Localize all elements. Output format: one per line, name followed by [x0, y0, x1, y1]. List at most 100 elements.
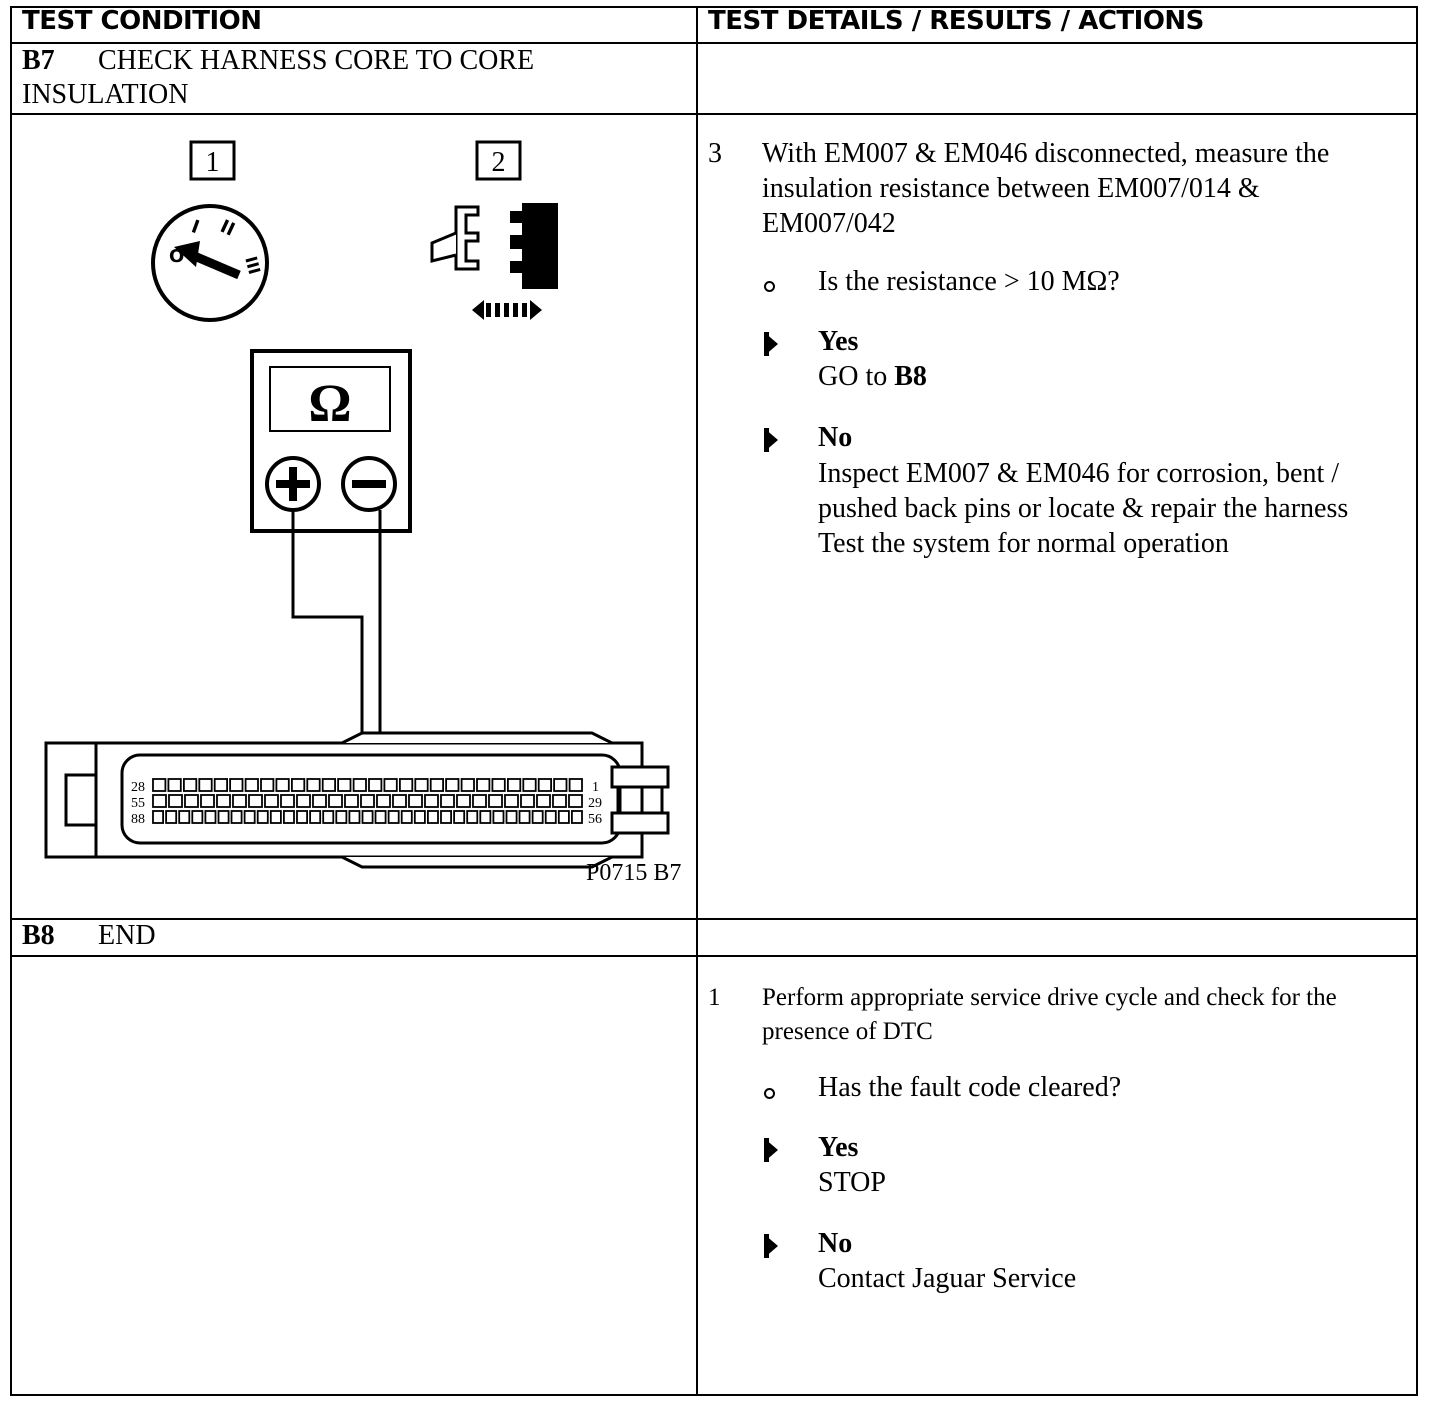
connector-pin: [440, 810, 453, 824]
connector-pin: [476, 778, 491, 792]
go-to-b8-link[interactable]: B8: [894, 361, 927, 392]
connector-pin: [400, 810, 413, 824]
row-divider: [10, 918, 1418, 920]
no-line2: pushed back pins or locate & repair the …: [818, 493, 1349, 524]
connector-pin: [456, 794, 471, 808]
question-bullet-icon: [764, 281, 775, 292]
connector-pin: [269, 810, 282, 824]
connector-pin: [537, 778, 553, 792]
step-line1: Perform appropriate service drive cycle …: [762, 984, 1337, 1011]
connector-pin: [275, 778, 290, 792]
connector-pin: [168, 794, 183, 808]
positive-test-lead: [291, 510, 364, 792]
connector-pin: [191, 810, 204, 824]
ohmmeter-icon: Ω: [250, 349, 412, 533]
question-text: Has the fault code cleared?: [818, 1072, 1122, 1103]
connector-pin: [571, 810, 583, 824]
connector-pin: [348, 810, 361, 824]
step-number: 1: [708, 984, 721, 1011]
row-divider: [10, 42, 1418, 44]
connector-pin: [306, 778, 321, 792]
svg-text:55: 55: [131, 796, 145, 811]
connector-pin: [229, 778, 244, 792]
connector-pin: [337, 778, 352, 792]
connector-pin: [479, 810, 492, 824]
step-number: 3: [708, 138, 722, 169]
svg-text:III: III: [241, 254, 264, 276]
no-arrow-icon: [764, 1234, 778, 1258]
svg-text:88: 88: [131, 812, 145, 827]
connector-pin: [335, 810, 348, 824]
connector-pin: [243, 810, 256, 824]
connector-pin: [230, 810, 243, 824]
question-bullet-icon: [764, 1088, 775, 1099]
row-divider: [10, 113, 1418, 115]
connector-pin: [260, 778, 275, 792]
yes-action: GO to B8: [818, 361, 927, 392]
connector-pin: [256, 810, 269, 824]
connector-pin: [216, 794, 231, 808]
connector-pin: [152, 778, 167, 792]
step-line2: insulation resistance between EM007/014 …: [762, 173, 1260, 204]
connector-pin: [178, 810, 191, 824]
connector-pin: [322, 810, 335, 824]
no-arrow-icon: [764, 428, 778, 452]
connector-pin: [568, 794, 583, 808]
connector-pin: [309, 810, 322, 824]
svg-text:28: 28: [131, 780, 145, 795]
step-1-box: [189, 140, 236, 181]
connector-pin: [506, 778, 522, 792]
b7-test-diagram: 1 2 O I II III Ω: [44, 140, 670, 869]
connector-pin: [296, 810, 309, 824]
connector-pin: [568, 778, 583, 792]
step-line2: presence of DTC: [762, 1018, 933, 1045]
connector-pin: [426, 810, 439, 824]
connector-pin: [536, 794, 551, 808]
connector-pin: [152, 794, 167, 808]
ignition-switch-icon: O I II III: [151, 204, 269, 322]
step-1-label: 1: [206, 147, 220, 178]
connector-pin: [282, 810, 295, 824]
connector-pin: [232, 794, 247, 808]
connector-pin: [445, 778, 460, 792]
connector-pin: [504, 794, 519, 808]
no-label: No: [818, 1228, 853, 1259]
section-title-line1: CHECK HARNESS CORE TO CORE: [98, 45, 535, 76]
connector-disconnect-icon: [430, 203, 558, 320]
connector-pin: [374, 810, 387, 824]
connector-pin: [204, 810, 217, 824]
connector-pin: [152, 810, 165, 824]
step-2-box: [475, 140, 522, 181]
no-label: No: [818, 422, 853, 453]
svg-text:29: 29: [588, 796, 602, 811]
step-line1: With EM007 & EM046 disconnected, measure…: [762, 138, 1330, 169]
connector-pin: [352, 778, 367, 792]
connector-pin: [429, 778, 445, 792]
connector-pin: [368, 778, 383, 792]
connector-pin: [453, 810, 466, 824]
section-title-line2: INSULATION: [22, 79, 189, 110]
diagram-reference: P0715 B7: [586, 860, 682, 886]
connector-pin: [361, 810, 374, 824]
connector-pin: [321, 778, 337, 792]
connector-pin: [328, 794, 343, 808]
question-text: Is the resistance > 10 MΩ?: [818, 266, 1120, 297]
connector-pin: [184, 794, 199, 808]
connector-pin: [344, 794, 359, 808]
connector-pin: [520, 794, 535, 808]
connector-pin: [424, 794, 439, 808]
connector-pin: [531, 810, 544, 824]
no-line3: Test the system for normal operation: [818, 528, 1229, 559]
connector-pin: [264, 794, 279, 808]
b7-step: 3 With EM007 & EM046 disconnected, measu…: [708, 136, 1408, 916]
no-line1: Inspect EM007 & EM046 for corrosion, ben…: [818, 458, 1340, 489]
connector-pin: [248, 794, 263, 808]
connector-pin: [398, 778, 414, 792]
connector-pin: [518, 810, 531, 824]
connector-pin: [460, 778, 475, 792]
connector-pin: [383, 778, 398, 792]
connector-pin: [392, 794, 407, 808]
svg-text:56: 56: [588, 812, 602, 827]
yes-arrow-icon: [764, 1138, 778, 1162]
